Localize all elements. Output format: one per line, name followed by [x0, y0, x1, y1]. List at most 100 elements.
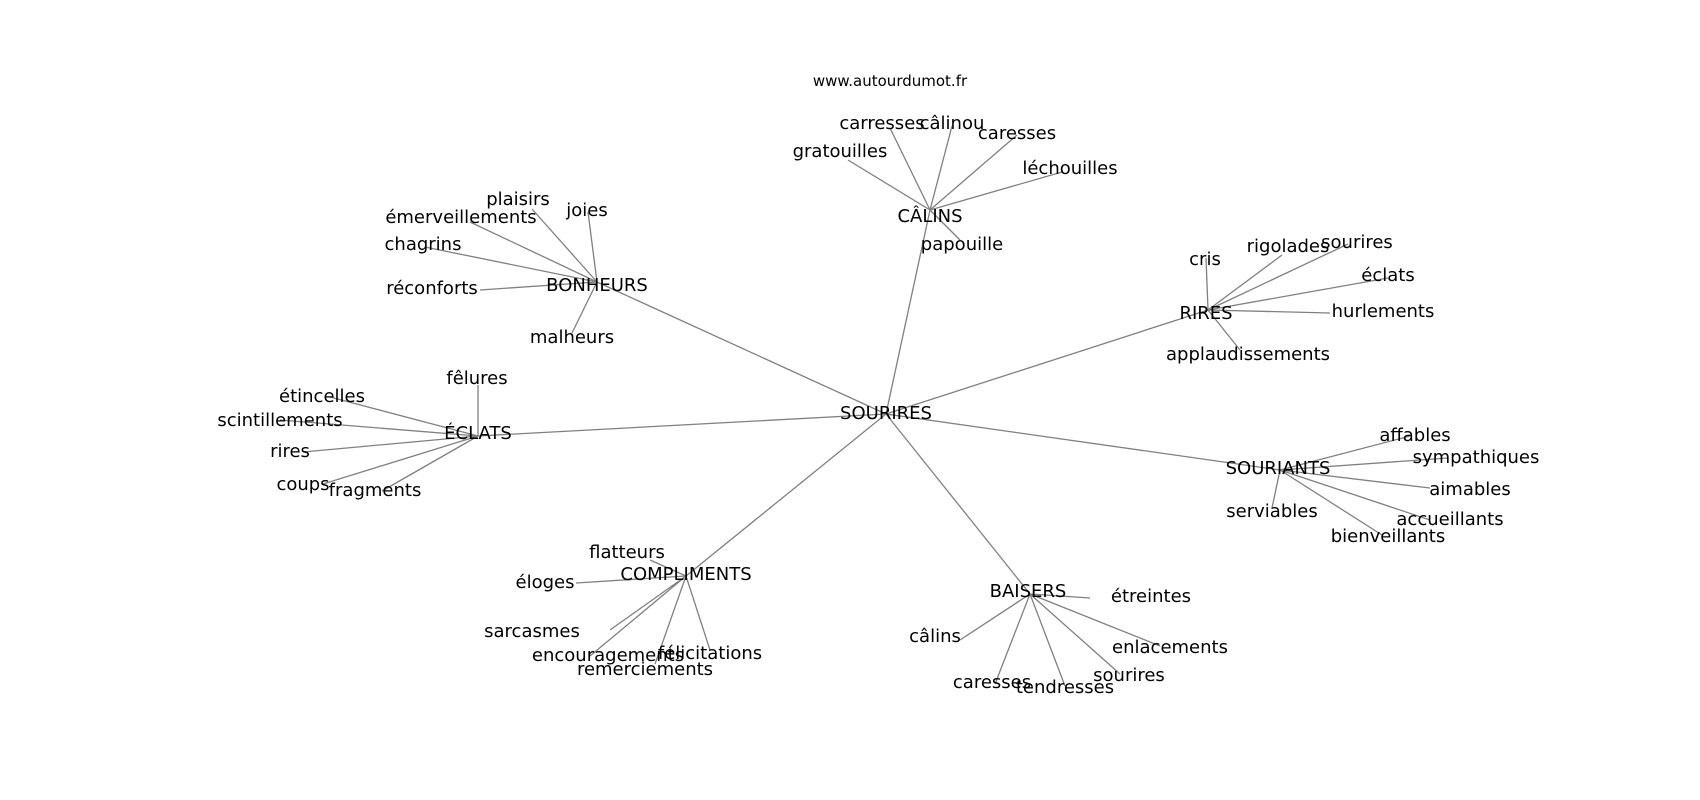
leaf-node[interactable]: accueillants — [1396, 509, 1503, 530]
leaf-node[interactable]: carresses — [839, 113, 924, 134]
edge-hub-to-leaf — [587, 211, 598, 283]
edge-hub-to-leaf — [929, 134, 1018, 211]
leaf-node[interactable]: hurlements — [1332, 301, 1435, 322]
edge-hub-to-leaf — [1207, 277, 1389, 311]
edge-hub-to-leaf — [1029, 593, 1091, 599]
edge-hub-to-leaf — [322, 435, 479, 485]
leaf-node[interactable]: sympathiques — [1413, 447, 1540, 468]
hub-node[interactable]: SOURIANTS — [1226, 458, 1331, 479]
leaf-node[interactable]: scintillements — [217, 410, 342, 431]
edge-hub-to-leaf — [469, 221, 598, 283]
edge-hub-to-leaf — [589, 575, 687, 657]
edge-hub-to-leaf — [959, 593, 1031, 641]
hub-node[interactable]: BONHEURS — [546, 275, 648, 296]
leaf-node[interactable]: plaisirs — [486, 189, 550, 210]
edge-hub-to-leaf — [1029, 593, 1066, 687]
leaf-node[interactable]: éloges — [516, 572, 575, 593]
edge-hub-to-leaf — [381, 435, 479, 492]
edge-hub-to-leaf — [1207, 254, 1283, 311]
leaf-node[interactable]: coups — [276, 474, 329, 495]
leaf-node[interactable]: gratouilles — [793, 141, 888, 162]
edge-center-to-hub — [885, 209, 931, 415]
edge-hub-to-leaf — [929, 209, 961, 241]
edge-hub-to-leaf — [1279, 435, 1411, 471]
edge-hub-to-leaf — [424, 246, 598, 283]
leaf-node[interactable]: léchouilles — [1022, 158, 1117, 179]
leaf-node[interactable]: sourires — [1093, 665, 1165, 686]
leaf-node[interactable]: tendresses — [1016, 677, 1114, 698]
edge-hub-to-leaf — [1207, 243, 1349, 311]
edge-hub-to-leaf — [1279, 469, 1383, 536]
edge-hub-to-leaf — [929, 125, 953, 211]
edge-hub-to-leaf — [479, 281, 598, 291]
hub-node[interactable]: CÂLINS — [897, 205, 962, 227]
edge-hub-to-leaf — [1279, 469, 1431, 489]
leaf-node[interactable]: bienveillants — [1331, 526, 1446, 547]
edge-hub-to-leaf — [1279, 457, 1449, 471]
leaf-node[interactable]: sourires — [1321, 232, 1393, 253]
edge-hub-to-leaf — [329, 396, 479, 437]
leaf-node[interactable]: joies — [565, 200, 607, 221]
leaf-node[interactable]: papouille — [921, 234, 1003, 255]
leaf-node[interactable]: éclats — [1361, 265, 1414, 286]
leaf-node[interactable]: rigolades — [1247, 236, 1330, 257]
edge-hub-to-leaf — [1207, 309, 1241, 351]
edge-hub-to-leaf — [571, 281, 598, 334]
leaf-node[interactable]: félicitations — [658, 643, 762, 664]
hub-node[interactable]: ÉCLATS — [444, 422, 512, 444]
edge-hub-to-leaf — [1205, 257, 1209, 311]
edge-hub-to-leaf — [279, 419, 479, 437]
leaf-node[interactable]: fêlures — [446, 368, 507, 389]
edge-hub-to-leaf — [531, 208, 598, 283]
edge-hub-to-leaf — [1279, 469, 1431, 521]
leaf-node[interactable]: malheurs — [530, 327, 614, 348]
leaf-node[interactable]: fragments — [329, 480, 422, 501]
watermark-url: www.autourdumot.fr — [812, 72, 968, 90]
edge-center-to-hub — [885, 413, 1031, 595]
leaf-node[interactable]: réconforts — [386, 278, 478, 299]
leaf-node[interactable]: flatteurs — [589, 542, 665, 563]
leaf-node[interactable]: serviables — [1226, 501, 1317, 522]
edge-center-to-hub — [885, 413, 1281, 471]
edge-hub-to-leaf — [654, 575, 687, 665]
leaf-node[interactable]: caresses — [978, 123, 1056, 144]
leaf-node[interactable]: étincelles — [279, 386, 365, 407]
edge-hub-to-leaf — [889, 127, 931, 211]
leaf-node[interactable]: chagrins — [385, 234, 462, 255]
leaf-node[interactable]: rires — [270, 441, 310, 462]
leaf-node[interactable]: encouragements — [532, 645, 684, 666]
center-node[interactable]: SOURIRES — [840, 403, 932, 424]
edge-center-to-hub — [477, 413, 887, 437]
leaf-node[interactable]: émerveillements — [385, 207, 536, 228]
edge-hub-to-leaf — [609, 575, 687, 631]
leaf-node[interactable]: enlacements — [1112, 637, 1228, 658]
edge-hub-to-leaf — [302, 435, 479, 453]
hub-node[interactable]: COMPLIMENTS — [620, 564, 751, 585]
edge-hub-to-leaf — [847, 159, 931, 211]
leaf-node[interactable]: aimables — [1429, 479, 1510, 500]
edge-center-to-hub — [885, 309, 1209, 415]
edge-hub-to-leaf — [994, 593, 1031, 685]
leaf-node[interactable]: étreintes — [1111, 586, 1191, 607]
labels-layer: SOURIRESCÂLINScarressescâlinoucaressesgr… — [217, 113, 1539, 698]
leaf-node[interactable]: sarcasmes — [484, 621, 580, 642]
edge-hub-to-leaf — [1029, 593, 1121, 675]
edge-hub-to-leaf — [649, 559, 687, 577]
leaf-node[interactable]: cris — [1189, 249, 1221, 270]
hub-node[interactable]: RIRES — [1179, 303, 1232, 324]
leaf-node[interactable]: câlins — [909, 626, 961, 647]
edge-hub-to-leaf — [685, 575, 711, 651]
leaf-node[interactable]: remerciements — [577, 659, 713, 680]
edge-hub-to-leaf — [1207, 309, 1331, 314]
leaf-node[interactable]: caresses — [953, 672, 1031, 693]
leaf-node[interactable]: affables — [1379, 425, 1450, 446]
leaf-node[interactable]: câlinou — [920, 113, 985, 134]
hub-node[interactable]: BAISERS — [990, 581, 1067, 602]
edge-hub-to-leaf — [1271, 469, 1281, 509]
leaf-node[interactable]: applaudissements — [1166, 344, 1330, 365]
edge-hub-to-leaf — [575, 575, 687, 584]
edge-hub-to-leaf — [929, 171, 1063, 211]
edge-center-to-hub — [685, 413, 887, 577]
edges-layer — [279, 125, 1449, 687]
